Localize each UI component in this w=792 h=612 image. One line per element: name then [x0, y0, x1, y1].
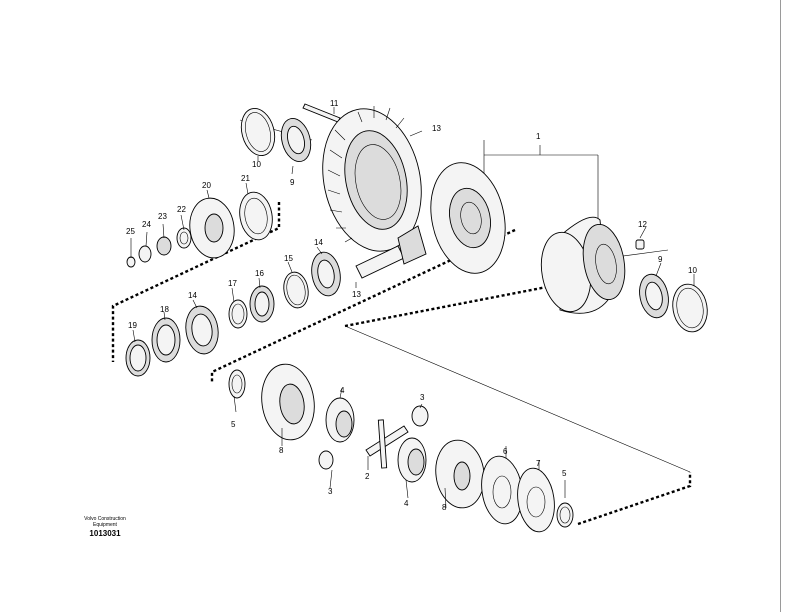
seal-19 — [125, 339, 151, 377]
ring-15 — [283, 271, 309, 309]
nut-23 — [156, 236, 172, 256]
housing-8-left — [261, 363, 315, 441]
callout-4-top: 4 — [340, 386, 345, 395]
bearing-14-lower — [185, 305, 219, 355]
thrust-washer-5-right — [556, 502, 574, 528]
callout-3-bottom: 3 — [328, 487, 333, 496]
pinion-gear-3-top — [411, 405, 429, 427]
callout-14-lower: 14 — [188, 291, 197, 300]
assembly-dashed-line-upper — [111, 202, 281, 362]
bearing-cup-18 — [151, 317, 181, 363]
differential-housing-half — [430, 162, 506, 274]
side-gear-4-right — [397, 437, 427, 483]
callout-13-upper: 13 — [432, 124, 441, 133]
callout-4-bottom: 4 — [404, 499, 409, 508]
assembly-thin-line-lower — [344, 325, 691, 473]
drawing-number: 1013031 — [89, 529, 121, 538]
callout-1: 1 — [536, 132, 541, 141]
callout-25: 25 — [126, 227, 135, 236]
flange-20 — [189, 197, 235, 259]
callout-16: 16 — [255, 269, 264, 278]
callout-8-right: 8 — [442, 503, 447, 512]
callout-9-right: 9 — [658, 255, 663, 264]
callout-6: 6 — [503, 447, 508, 456]
caption-line-1: Volvo Construction — [84, 516, 126, 522]
callout-20: 20 — [202, 181, 211, 190]
callout-10-right: 10 — [688, 266, 697, 275]
clip-25 — [126, 256, 136, 268]
callout-24: 24 — [142, 220, 151, 229]
pinion-13 — [355, 225, 427, 279]
bearing-9-upper — [280, 117, 312, 163]
ring-10-upper — [240, 108, 276, 156]
housing-8-right — [435, 439, 485, 509]
washer-22 — [176, 227, 192, 249]
caption-line-2: Equipment — [93, 522, 117, 528]
leader-lines — [130, 107, 695, 509]
callout-19: 19 — [128, 321, 137, 330]
assembly-dashed-line-lower — [577, 472, 692, 526]
callout-3-top: 3 — [420, 393, 425, 402]
callout-15: 15 — [284, 254, 293, 263]
washer-24 — [138, 245, 152, 263]
callout-1-bracket — [483, 140, 599, 220]
callout-12: 12 — [638, 220, 647, 229]
callout-18: 18 — [160, 305, 169, 314]
ring-10-right — [672, 283, 708, 333]
callout-5-left: 5 — [231, 420, 236, 429]
bearing-9-right — [639, 273, 669, 319]
callout-9-upper: 9 — [290, 178, 295, 187]
callout-5-right: 5 — [562, 469, 567, 478]
assembly-dashed-line-right — [344, 284, 553, 328]
callout-22: 22 — [177, 205, 186, 214]
assembly-dashed-line-middle — [210, 228, 516, 382]
callout-7: 7 — [536, 459, 541, 468]
pinion-gear-3-bottom — [318, 450, 334, 470]
callout-23: 23 — [158, 212, 167, 221]
callout-13-lower: 13 — [352, 290, 361, 299]
callout-21: 21 — [241, 174, 250, 183]
differential-housing-main — [540, 216, 626, 314]
side-gear-4-left — [325, 397, 355, 443]
spacer-16 — [249, 285, 275, 323]
spider-shaft-2 — [365, 425, 409, 457]
callout-14-upper: 14 — [314, 238, 323, 247]
page-border-line — [780, 0, 781, 612]
callout-17: 17 — [228, 279, 237, 288]
bearing-14-upper — [311, 251, 341, 297]
thrust-washer-5-left — [228, 369, 246, 399]
callout-11: 11 — [330, 99, 339, 108]
plug-12 — [635, 239, 645, 250]
crown-wheel-13 — [322, 106, 422, 252]
friction-plate-7 — [517, 467, 555, 533]
callout-10-upper: 10 — [252, 160, 261, 169]
callout-2: 2 — [365, 472, 370, 481]
ring-21 — [239, 191, 273, 241]
spider-shaft-2-pin — [377, 419, 388, 469]
callout-8-left: 8 — [279, 446, 284, 455]
